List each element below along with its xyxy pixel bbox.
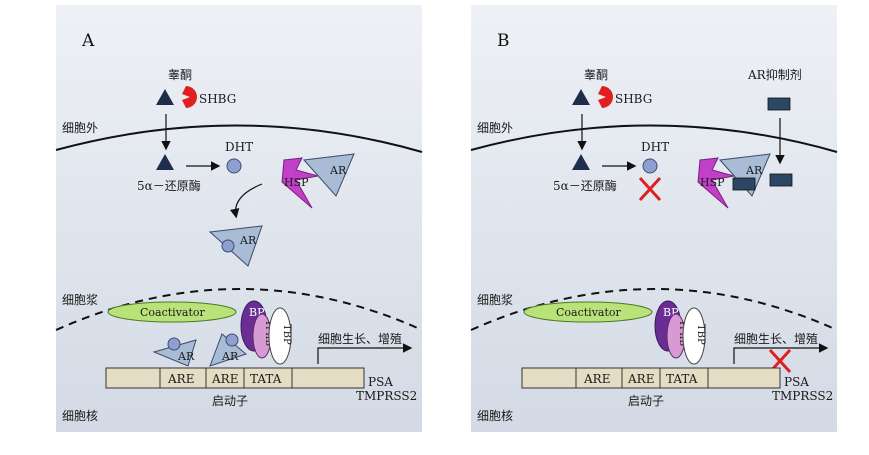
are-label-1: ARE (583, 372, 610, 386)
promoter-box (105, 367, 365, 389)
testosterone-label: 睾酮 (584, 67, 608, 82)
nuclear-membrane (55, 288, 423, 331)
tfiib-label: TFIIB (677, 320, 687, 346)
ar-label-dimer-right: AR (221, 350, 239, 363)
tbp-label: TBP (695, 324, 706, 345)
ar-label-dimer-left: AR (177, 350, 195, 363)
panel-letter: B (497, 31, 510, 51)
block-x-dht (638, 176, 662, 202)
psa-label: PSA (368, 375, 393, 389)
extracellular-label: 细胞外 (62, 121, 98, 135)
inhibitor-label: AR抑制剂 (747, 67, 802, 82)
tfiib-label: TFIIB (263, 320, 273, 346)
inhibitor-box-bound (732, 177, 756, 191)
testosterone-triangle (572, 89, 590, 105)
dht-label: DHT (641, 140, 669, 154)
dht-circle (226, 158, 242, 174)
tmprss2-label: TMPRSS2 (772, 389, 833, 403)
coactivator-label: Coactivator (140, 306, 206, 319)
transcription-arrow (317, 343, 413, 364)
extracellular-label: 细胞外 (477, 121, 513, 135)
tbp-label: TBP (281, 324, 292, 345)
promoter-box (521, 367, 781, 389)
hsp-label: HSP (284, 176, 309, 189)
nucleus-label: 细胞核 (477, 409, 513, 423)
coactivator-ellipse (107, 301, 237, 323)
reductase-label: 5α－还原酶 (553, 178, 617, 193)
are-label-1: ARE (167, 372, 194, 386)
panel-letter: A (81, 31, 95, 51)
reductase-label: 5α－还原酶 (137, 178, 201, 193)
tmprss2-label: TMPRSS2 (356, 389, 417, 403)
tbp-ellipse (682, 307, 706, 365)
ar-label-cytoplasm: AR (745, 164, 763, 177)
cytoplasm-label: 细胞浆 (477, 292, 513, 307)
dht-label: DHT (225, 140, 253, 154)
hsp-shape (697, 157, 735, 209)
tata-label: TATA (666, 372, 698, 386)
nucleus-label: 细胞核 (62, 409, 98, 423)
cell-membrane (470, 124, 838, 153)
growth-label: 细胞生长、增殖 (734, 331, 818, 346)
panel-b-background (471, 5, 837, 432)
dht-circle (642, 158, 658, 174)
tata-label: TATA (250, 372, 282, 386)
testosterone-triangle-inner (572, 154, 590, 170)
promoter-label: 启动子 (628, 394, 664, 408)
tbp-ellipse (268, 307, 292, 365)
are-label-2: ARE (211, 372, 238, 386)
hsp-shape (281, 157, 319, 209)
cytoplasm-label: 细胞浆 (62, 292, 98, 307)
testosterone-triangle (156, 89, 174, 105)
panel-a: A 睾酮 SHBG 细胞外 DHT 5α－还原酶 HSP AR AR 细胞浆 (55, 5, 423, 432)
binding-arrow (229, 183, 263, 219)
shbg-label: SHBG (199, 92, 236, 106)
shbg-label: SHBG (615, 92, 652, 106)
panel-b: B 睾酮 SHBG AR抑制剂 细胞外 DHT 5α－还原酶 HSP AR (470, 5, 838, 432)
coactivator-ellipse (523, 301, 653, 323)
inhibitor-box-outer (767, 97, 791, 111)
dht-circle-dimer-left (167, 337, 181, 351)
inhibitor-box-inner (769, 173, 793, 187)
testosterone-triangle-inner (156, 154, 174, 170)
are-label-2: ARE (627, 372, 654, 386)
ar-shape-cytoplasm (302, 153, 355, 197)
dht-circle-bound (221, 239, 235, 253)
ar-label-cytoplasm: AR (329, 164, 347, 177)
psa-label: PSA (784, 375, 809, 389)
hsp-label: HSP (700, 176, 725, 189)
transcription-arrow (733, 343, 829, 364)
testosterone-label: 睾酮 (168, 67, 192, 82)
panel-a-background (56, 5, 422, 432)
promoter-label: 启动子 (212, 394, 248, 408)
shbg-pacman (182, 86, 197, 108)
cell-membrane (55, 124, 423, 153)
growth-label: 细胞生长、增殖 (318, 331, 402, 346)
dht-circle-dimer-right (225, 333, 239, 347)
nuclear-membrane (470, 288, 838, 331)
coactivator-label: Coactivator (556, 306, 622, 319)
ar-label-bound: AR (239, 234, 257, 247)
shbg-pacman (598, 86, 613, 108)
